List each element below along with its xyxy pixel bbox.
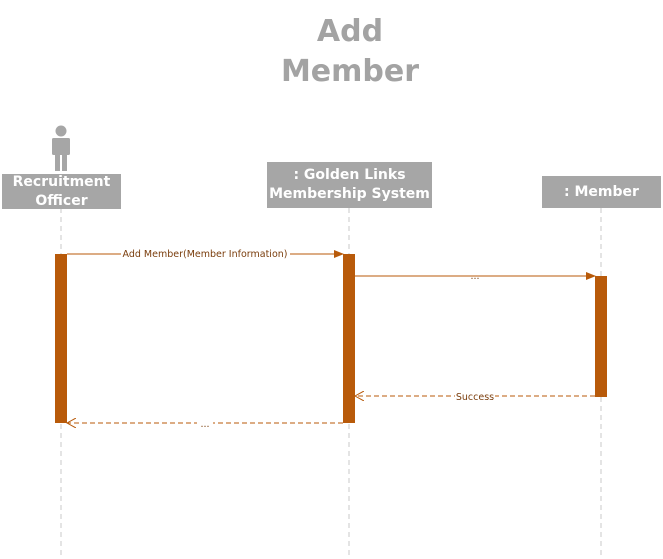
message-label-bg-success — [455, 389, 495, 403]
lifeline-header-system-line2: Membership System — [269, 186, 430, 202]
lifeline-header-officer-line2: Officer — [35, 192, 88, 209]
message-label-bg-return-officer — [197, 417, 213, 429]
actor-icon — [52, 125, 70, 171]
activation-bar-member — [595, 276, 607, 397]
lifeline-header-system-line1: : Golden Links — [293, 167, 406, 183]
message-label-bg-add-member — [121, 246, 290, 260]
diagram-title-line1: Add — [316, 14, 384, 49]
lifeline-header-member-line1: : Member — [564, 183, 639, 200]
activation-bar-system — [343, 254, 355, 423]
message-label-add-member: Add Member(Member Information) — [123, 249, 288, 260]
lifeline-header-officer[interactable]: Recruitment Officer — [2, 174, 121, 209]
activation-bar-officer — [55, 254, 67, 423]
message-label-return-officer: ... — [200, 419, 209, 430]
lifeline-header-member[interactable]: : Member — [542, 176, 661, 208]
message-label-to-member: ... — [470, 271, 479, 282]
diagram-title-line2: Member — [280, 54, 420, 89]
message-label-success: Success — [456, 392, 494, 403]
lifeline-header-officer-line1: Recruitment — [12, 173, 111, 190]
lifeline-header-system[interactable]: : Golden Links Membership System — [267, 162, 432, 208]
